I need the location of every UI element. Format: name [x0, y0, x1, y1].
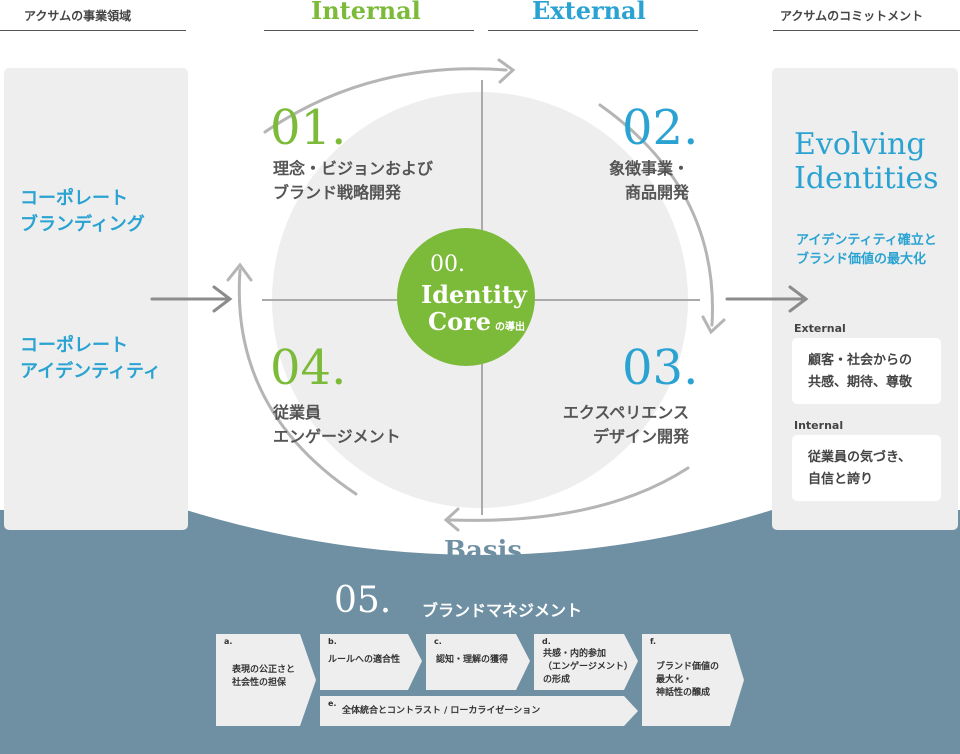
basis-title: ブランドマネジメント — [422, 601, 583, 620]
right-internal-label: Internal — [794, 419, 844, 432]
basis-b-letter: b. — [328, 637, 337, 646]
header-line-right — [773, 30, 960, 31]
left-item-branding: コーポレートブランディング — [20, 188, 145, 235]
step-03-number: 03. — [622, 340, 699, 396]
step-01-number: 01. — [270, 100, 347, 156]
evolving-subtitle: アイデンティティ確立とブランド価値の最大化 — [796, 233, 937, 267]
basis-number: 05. — [334, 580, 392, 621]
header-business-domain: アクサムの事業領域 — [24, 9, 132, 23]
step-02-number: 02. — [622, 100, 699, 156]
step-04-number: 04. — [270, 340, 347, 396]
step-01-label: 理念・ビジョンおよびブランド戦略開発 — [273, 159, 434, 202]
header-internal: Internal — [311, 0, 421, 25]
basis-c-letter: c. — [434, 637, 442, 646]
header-line-internal — [264, 30, 474, 31]
basis-e-letter: e. — [328, 699, 337, 708]
basis-c-text: 認知・理解の獲得 — [436, 655, 509, 665]
right-internal-box: 従業員の気づき、自信と誇り — [792, 435, 941, 501]
basis-label: Basis — [444, 536, 522, 566]
basis-d-letter: d. — [542, 637, 551, 646]
right-external-box: 顧客・社会からの共感、期待、尊敬 — [792, 338, 941, 404]
header-commitment: アクサムのコミットメント — [780, 9, 924, 23]
step-02-label: 象徴事業・商品開発 — [608, 159, 689, 202]
step-04-label: 従業員エンゲージメント — [273, 403, 401, 446]
basis-b-text: ルールへの適合性 — [328, 655, 401, 665]
basis-f-letter: f. — [650, 637, 657, 646]
header-external: External — [532, 0, 646, 25]
basis-f-text: ブランド価値の最大化・神話性の醸成 — [656, 662, 720, 698]
header-line-left — [0, 30, 186, 31]
basis-e-text: 全体統合とコントラスト / ローカライゼーション — [342, 706, 541, 716]
basis-d-text: 共感・内的参加（エンゲージメント）の形成 — [543, 649, 633, 685]
left-item-identity: コーポレートアイデンティティ — [20, 335, 161, 382]
basis-a-text: 表現の公正さと社会性の担保 — [232, 665, 296, 688]
right-external-label: External — [794, 322, 846, 335]
basis-a-letter: a. — [224, 637, 233, 646]
core-number: 00. — [430, 252, 465, 277]
core-title-identity: Identity — [421, 280, 527, 309]
step-03-label: エクスペリエンスデザイン開発 — [562, 403, 689, 446]
header-line-external — [488, 30, 698, 31]
